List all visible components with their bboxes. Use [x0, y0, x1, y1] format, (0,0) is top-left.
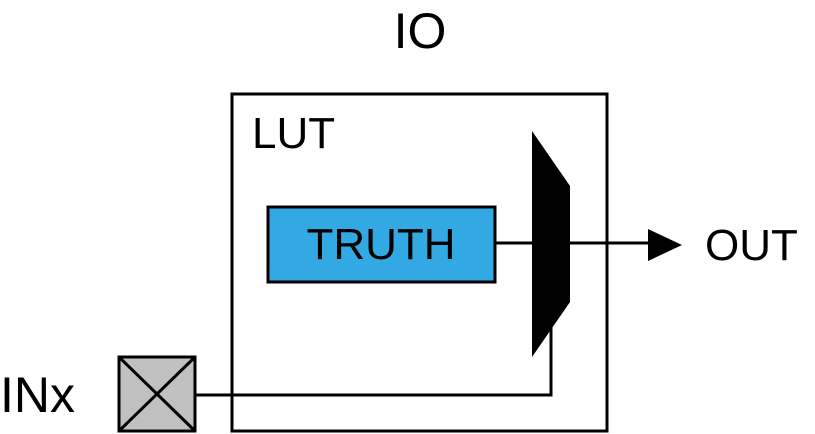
truth-label: TRUTH — [306, 220, 455, 269]
title-io: IO — [394, 3, 447, 59]
output-arrow-icon — [648, 229, 682, 261]
input-pad-icon — [117, 355, 197, 433]
truth-table-block — [266, 205, 497, 284]
input-label: INx — [0, 367, 75, 423]
input-select-wire — [195, 325, 553, 397]
lut-label: LUT — [252, 109, 335, 158]
io-block — [230, 92, 609, 433]
output-label: OUT — [705, 221, 798, 270]
multiplexer — [532, 131, 570, 357]
